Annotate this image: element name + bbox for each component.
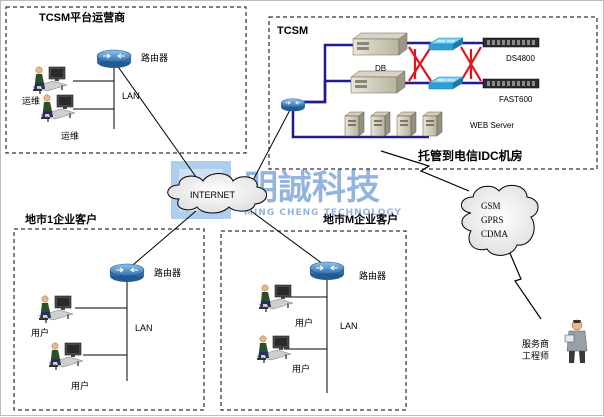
wireless-link-engineer	[508, 250, 542, 320]
client-m-title: 地市M企业客户	[323, 212, 398, 226]
db-label: DB	[375, 64, 386, 73]
web-server-3-icon	[396, 111, 417, 137]
ops-region-title: TCSM平台运营商	[39, 10, 125, 24]
client-m-pc-1-icon	[258, 284, 294, 313]
client-m-user-2-label: 用户	[292, 363, 310, 374]
engineer-label-line1: 服务商	[522, 338, 549, 349]
internet-cloud-icon	[167, 173, 267, 214]
fast600-label: FAST600	[499, 95, 533, 104]
ops-lan-lines	[73, 63, 115, 129]
client-m-lan-label: LAN	[340, 321, 358, 331]
cdma-label: CDMA	[481, 229, 509, 239]
client-1-lan-lines	[75, 277, 128, 381]
client-1-user-2-label: 用户	[71, 380, 89, 391]
db-server-1-icon	[352, 32, 408, 56]
client-1-user-1-label: 用户	[31, 327, 49, 338]
watermark-subtext: MING CHENG TECHNOLOGY	[244, 208, 402, 218]
web-server-4-icon	[422, 111, 443, 137]
ops-region	[5, 6, 247, 154]
client-1-region	[13, 228, 205, 411]
redundant-links	[408, 46, 482, 82]
ops-pc-1-icon	[32, 66, 68, 95]
client-m-router-label: 路由器	[359, 270, 386, 281]
fast600-storage-icon	[482, 78, 540, 89]
switch-2-icon	[428, 76, 464, 90]
client-1-router-icon	[109, 263, 145, 283]
client-1-lan-label: LAN	[135, 323, 153, 333]
wireless-link-idc	[380, 150, 470, 192]
idc-hosting-label: 托管到电信IDC机房	[418, 148, 523, 163]
db-server-2-icon	[350, 70, 406, 94]
ds4800-storage-icon	[482, 37, 540, 48]
ops-pc-1-label: 运维	[22, 95, 40, 106]
ops-router-label: 路由器	[141, 52, 168, 63]
client-m-router-icon	[309, 261, 345, 281]
ops-router-icon	[96, 49, 132, 69]
idc-region	[268, 16, 598, 170]
gprs-label: GPRS	[481, 215, 504, 225]
watermark-text: 明誠科技	[244, 168, 380, 208]
idc-region-title: TCSM	[277, 25, 308, 37]
client-1-title: 地市1企业客户	[25, 212, 97, 226]
ops-pc-2-icon	[40, 94, 76, 123]
web-server-1-icon	[344, 111, 365, 137]
mobile-network-cloud-icon	[461, 184, 539, 256]
ops-pc-2-label: 运维	[61, 130, 79, 141]
client-m-region	[220, 230, 407, 411]
web-server-2-icon	[370, 111, 391, 137]
client-1-pc-1-icon	[38, 295, 74, 324]
web-server-label: WEB Server	[470, 121, 514, 130]
ds4800-label: DS4800	[506, 54, 535, 63]
engineer-icon	[564, 319, 588, 363]
client-m-user-1-label: 用户	[295, 317, 313, 328]
wan-links	[113, 60, 328, 271]
internet-label: INTERNET	[190, 190, 236, 200]
ops-lan-label: LAN	[122, 91, 140, 101]
idc-router-icon	[280, 98, 306, 112]
client-1-router-label: 路由器	[154, 267, 181, 278]
client-1-pc-2-icon	[48, 342, 84, 371]
engineer-label-line2: 工程师	[522, 350, 549, 361]
gsm-label: GSM	[481, 201, 501, 211]
switch-1-icon	[428, 37, 464, 51]
